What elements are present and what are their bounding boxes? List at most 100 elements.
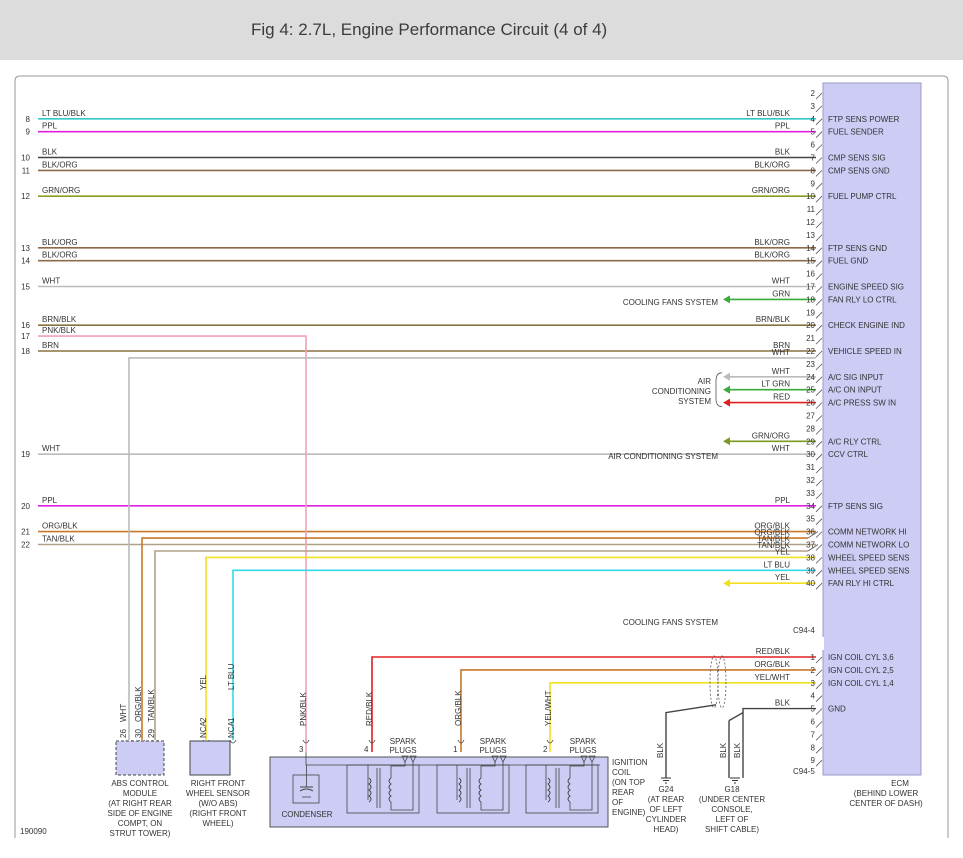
wire-left-label: PPL	[42, 496, 58, 505]
wire-right-label: LT BLU/BLK	[746, 109, 790, 118]
ecm-pin-function: CMP SENS GND	[828, 166, 890, 175]
wire-left-label: BLK/ORG	[42, 238, 78, 247]
ecm-pin-tick	[815, 695, 823, 702]
wire-yel-wheel	[205, 556, 816, 740]
ecm-pin-number: 14	[806, 244, 815, 253]
svg-text:(AT REAR: (AT REAR	[648, 795, 685, 804]
ecm-pin-tick	[815, 92, 823, 100]
wire-right-label: ORG/BLK	[754, 522, 790, 531]
svg-text:STRUT TOWER): STRUT TOWER)	[110, 829, 171, 838]
coil-winding-secondary	[478, 777, 482, 803]
wire-left-label: PNK/BLK	[42, 326, 76, 335]
svg-text:SPARK: SPARK	[480, 737, 507, 746]
ecm-pin-tick	[815, 195, 823, 203]
shield-ellipse	[717, 655, 727, 709]
ecm-pin-tick	[815, 157, 823, 164]
ecm-pin-tick	[815, 208, 823, 216]
wire-number: 20	[21, 502, 30, 511]
ecm-connector-top: C94-4	[793, 626, 815, 635]
svg-text:COMPT, ON: COMPT, ON	[118, 819, 163, 828]
wire-number: 21	[21, 528, 30, 537]
ecm-pin-number: 8	[811, 166, 816, 175]
wire-right-label: BLK	[775, 699, 791, 708]
ecm-pin-tick	[815, 170, 823, 177]
ecm-pin-number: 37	[806, 541, 815, 550]
svg-text:SIDE OF ENGINE: SIDE OF ENGINE	[108, 809, 173, 818]
ecm-pin-tick	[815, 531, 823, 538]
ecm-pin-number: 19	[806, 308, 815, 317]
ecm-pin-tick	[815, 234, 823, 242]
ecm-pin-function: A/C RLY CTRL	[828, 437, 882, 446]
ecm-pin-number: 36	[806, 528, 815, 537]
wire-right-label: BRN	[773, 341, 790, 350]
ecm-pin-tick	[815, 337, 823, 345]
ecm-pin-number: 29	[806, 437, 815, 446]
wire-number: 8	[26, 115, 31, 124]
wire-right-label: GRN/ORG	[752, 431, 790, 440]
wire-number: 13	[21, 244, 30, 253]
ecm-pin-function: CMP SENS SIG	[828, 154, 886, 163]
ecm-pin-function: FAN RLY HI CTRL	[828, 579, 894, 588]
ecm-pin-function: FUEL GND	[828, 257, 868, 266]
coil-hv-lead	[480, 762, 504, 811]
svg-text:CONSOLE,: CONSOLE,	[711, 805, 752, 814]
wheel-sensor-wire-yel: YEL	[199, 674, 208, 690]
wire-left-label: BLK	[42, 148, 58, 157]
wire-wht-abs	[128, 357, 816, 740]
svg-text:(RIGHT FRONT: (RIGHT FRONT	[189, 809, 246, 818]
abs-wire-label-tanblk: TAN/BLK	[147, 689, 156, 722]
wire-right-label: WHT	[772, 277, 790, 286]
ecm-pin-function: CHECK ENGINE IND	[828, 321, 905, 330]
ac-group-brace	[715, 372, 723, 407]
wire-number: 9	[26, 128, 31, 137]
ecm-pin-tick	[815, 441, 823, 448]
figure-code: 190090	[20, 827, 47, 836]
ecm-pin-number: 13	[806, 231, 815, 240]
g18-wire-label-1: BLK	[719, 742, 728, 758]
abs-pin-29: 29	[147, 729, 156, 738]
wire-number: 15	[21, 283, 30, 292]
ecm-pin-number: 20	[806, 321, 815, 330]
wire-right-label: LT BLU	[764, 560, 791, 569]
ecm-pin-tick	[815, 708, 823, 715]
coil-winding-primary	[547, 777, 551, 803]
coil-drawings	[292, 752, 600, 814]
wheel-sensor-nca-2: NCA	[227, 720, 236, 738]
wire-number: 11	[22, 166, 31, 175]
svg-text:COIL: COIL	[612, 768, 631, 777]
ecm-pin-tick	[815, 747, 823, 754]
ecm-pin-tick	[815, 183, 823, 190]
coil-hv-lead	[390, 762, 414, 811]
svg-text:CYLINDER: CYLINDER	[646, 815, 687, 824]
ecm-pin-number: 11	[807, 205, 816, 214]
ecm-connector-bottom: C94-5	[793, 767, 815, 776]
wire-left-label: BLK/ORG	[42, 160, 78, 169]
wire-number: 19	[21, 450, 30, 459]
ecm-pin-function: VEHICLE SPEED IN	[828, 347, 902, 356]
ecm-pin-tick	[815, 286, 823, 293]
ecm-pin-tick	[815, 118, 823, 126]
wire-grnorg-ac-arrow	[723, 437, 730, 446]
svg-text:LEFT OF: LEFT OF	[716, 815, 749, 824]
ecm-pin-number: 39	[806, 566, 815, 575]
ecm-pin-tick	[815, 505, 823, 513]
ecm-pin-function: FTP SENS SIG	[828, 502, 883, 511]
wire-right-label: YEL	[775, 547, 791, 556]
ecm-pin-tick	[815, 144, 823, 151]
spark-plugs-labels: SPARK PLUGS SPARK PLUGS SPARK PLUGS	[389, 737, 596, 755]
ecm-pin-number: 32	[806, 476, 815, 485]
abs-wire-label-orgblk: ORG/BLK	[134, 686, 143, 722]
svg-text:PLUGS: PLUGS	[389, 746, 416, 755]
wire-yel-cooling-arrow	[723, 579, 730, 588]
svg-text:SPARK: SPARK	[390, 737, 417, 746]
ignition-coil-box	[269, 756, 609, 828]
wire-right-label: TAN/BLK	[757, 535, 790, 544]
ecm-pin-function: WHEEL SPEED SENS	[828, 566, 910, 575]
svg-text:REAR: REAR	[612, 788, 634, 797]
ecm-pin-tick	[815, 312, 823, 319]
connector-cap	[229, 739, 237, 744]
g24-wire-label: BLK	[656, 742, 665, 758]
ecm-pin-function: WHEEL SPEED SENS	[828, 553, 910, 562]
coil-common-feed	[305, 752, 600, 766]
